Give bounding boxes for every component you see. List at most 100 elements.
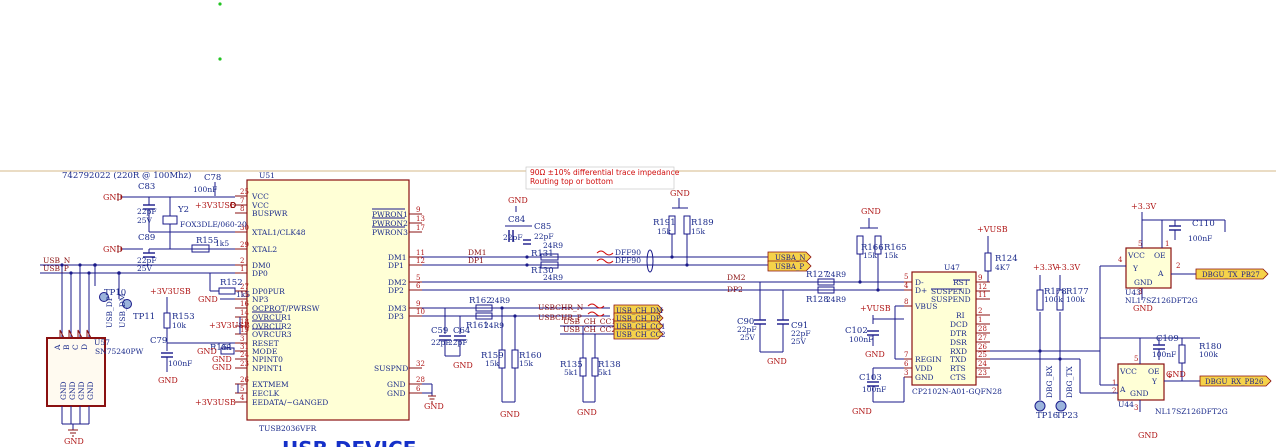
buffer-u43-body[interactable] [1125, 247, 1172, 289]
tp-usb-dp: USB_DP [105, 296, 114, 328]
svg-text:3: 3 [1138, 288, 1142, 296]
r189-value: 15k [691, 227, 706, 236]
resistor-r127[interactable] [817, 278, 835, 286]
port-usba-p[interactable] [767, 260, 812, 272]
svg-text:USB_CH_CC2: USB_CH_CC2 [616, 331, 665, 339]
svg-text:28: 28 [416, 376, 425, 384]
bridge-ic-body[interactable] [911, 271, 977, 386]
resistor-r153[interactable] [163, 312, 171, 329]
svg-text:4: 4 [1118, 256, 1123, 264]
r135-value: 5k1 [564, 368, 578, 377]
testpoint-tp16[interactable] [1034, 400, 1046, 412]
r159-ref: R159 [481, 351, 504, 361]
tp-dbg-tx: DBG_TX [1065, 366, 1074, 398]
c78-ref: C78 [204, 173, 221, 183]
trace-impedance-note[interactable]: 90Ω ±10% differential trace impedance Ro… [525, 166, 680, 190]
port-dbgu-rx[interactable] [1199, 375, 1272, 387]
resistor-r131[interactable] [540, 253, 559, 261]
crystal-part: FOX3DLE/060-20 [180, 220, 247, 229]
resistor-r124[interactable] [984, 252, 992, 272]
gnd-label: GND [670, 189, 690, 198]
port-usba-n[interactable] [767, 251, 812, 263]
r155-ref: R155 [196, 236, 219, 246]
resistor-r189[interactable] [683, 215, 691, 235]
buffer-u43-part: NL17SZ126DFT2G [1125, 296, 1198, 305]
r135-ref: R135 [560, 360, 583, 370]
svg-text:24: 24 [978, 360, 987, 368]
bridge-ref: U47 [944, 263, 960, 272]
svg-text:DTR: DTR [950, 329, 967, 338]
r130-ref: R130 [531, 266, 554, 276]
sheet-title: USB DEVICE [282, 437, 416, 447]
svg-text:27: 27 [240, 283, 249, 291]
svg-text:CTS: CTS [950, 373, 966, 382]
net-usb-ch-cc2: USB_CH_CC2 [563, 325, 616, 334]
r153-ref: R153 [172, 312, 195, 322]
c59-ref: C59 [431, 326, 448, 336]
svg-text:3: 3 [1134, 404, 1138, 412]
v33-label: +3.3V [1131, 202, 1156, 211]
ferrite-usbchr[interactable] [587, 303, 605, 317]
r127-ref: R127 [806, 270, 829, 280]
gnd-label: GND [1166, 370, 1186, 379]
svg-text:24: 24 [240, 351, 249, 359]
ferrite-dff90[interactable] [596, 250, 614, 264]
gnd-label: GND [158, 376, 178, 385]
svg-text:25: 25 [240, 188, 249, 196]
port-dbgu-tx[interactable] [1195, 268, 1269, 280]
c79-value: 100nF [168, 359, 192, 368]
r177-value: 100k [1066, 295, 1085, 304]
resistor-r177[interactable] [1056, 289, 1064, 311]
c103-value: 100nF [862, 385, 886, 394]
c91-volt: 25V [791, 337, 807, 346]
c89-volt: 25V [137, 264, 153, 273]
gnd-label: GND [453, 361, 473, 370]
resistor-r161[interactable] [475, 312, 493, 320]
resistor-r162[interactable] [475, 304, 493, 312]
svg-text:USBA_P: USBA_P [775, 263, 804, 271]
ferrite-note: 742792022 (220R @ 100Mhz) [62, 170, 191, 181]
svg-text:OE: OE [1148, 367, 1160, 376]
resistor-r151[interactable] [220, 347, 235, 355]
svg-text:OVRCUR3: OVRCUR3 [252, 330, 292, 339]
hub-ic-body[interactable] [246, 179, 410, 421]
resistor-r155[interactable] [191, 244, 210, 253]
svg-text:SUSPND: SUSPND [374, 364, 408, 373]
gnd-label: GND [852, 407, 872, 416]
svg-text:A: A [1119, 385, 1126, 394]
c110-value: 100nF [1188, 234, 1212, 243]
buffer-u44-body[interactable] [1117, 363, 1165, 401]
svg-text:USB_CH_DM: USB_CH_DM [616, 307, 663, 315]
r131-ref: R131 [531, 249, 554, 259]
resistor-r178[interactable] [1036, 289, 1044, 311]
port-usb-ch-cc2[interactable] [613, 328, 664, 340]
svg-text:OVRCUR1: OVRCUR1 [252, 313, 292, 322]
esd-ic-body[interactable] [46, 337, 106, 407]
resistor-r152[interactable] [218, 287, 236, 295]
resistor-r160[interactable] [511, 349, 519, 369]
testpoint-tp11[interactable] [122, 299, 132, 309]
testpoint-tp10[interactable] [99, 292, 109, 302]
resistor-r128[interactable] [817, 286, 835, 294]
svg-text:DCD: DCD [950, 320, 968, 329]
testpoint-tp23[interactable] [1055, 400, 1067, 412]
svg-text:SUSPEND: SUSPEND [931, 287, 971, 296]
resistor-r130[interactable] [540, 261, 559, 269]
svg-text:SUSPEND: SUSPEND [931, 295, 971, 304]
svg-text:26: 26 [978, 343, 987, 351]
r124-ref: R124 [995, 254, 1018, 264]
r162-value: 24R9 [490, 296, 510, 305]
gnd-label: GND [508, 196, 528, 205]
r177-ref: R177 [1066, 287, 1089, 297]
c83-ref: C83 [138, 182, 155, 192]
svg-text:GND: GND [77, 381, 86, 400]
svg-text:RTS: RTS [950, 364, 966, 373]
crystal-y2[interactable] [162, 215, 178, 225]
gnd-label: GND [64, 437, 84, 446]
resistor-r180[interactable] [1178, 344, 1186, 364]
r128-ref: R128 [806, 295, 829, 305]
gnd-label: GND [767, 357, 787, 366]
svg-text:VCC: VCC [251, 192, 269, 201]
svg-text:2: 2 [240, 257, 244, 265]
